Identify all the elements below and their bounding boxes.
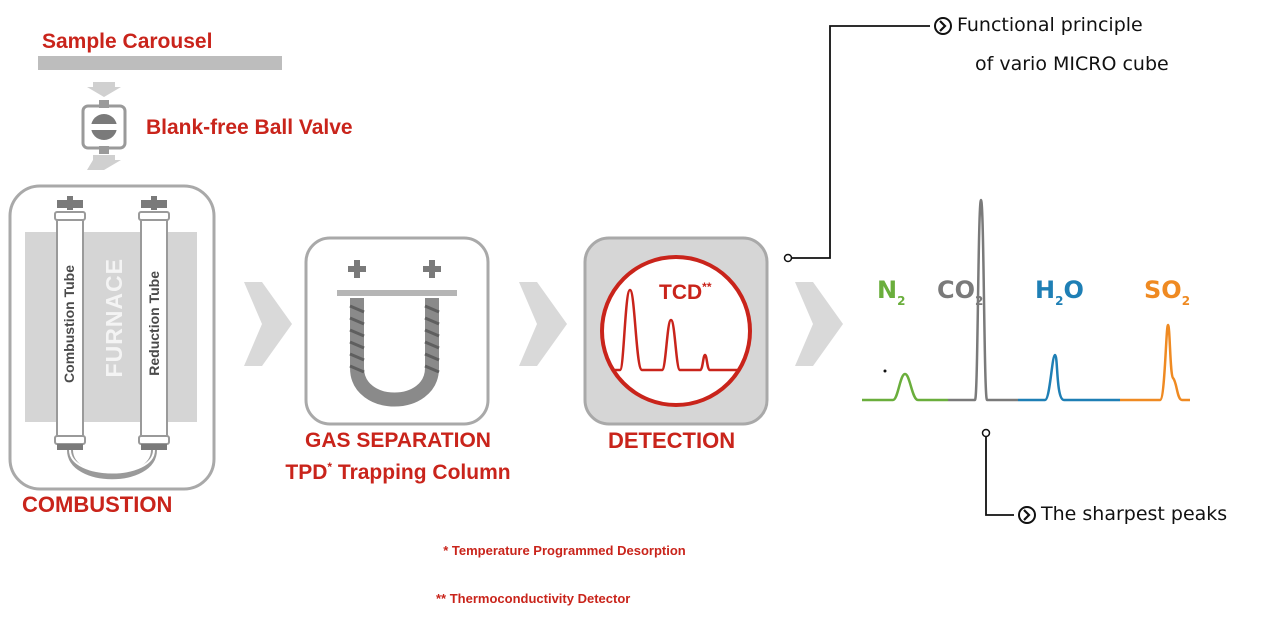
n2-trace <box>862 372 948 402</box>
gas-separation-label: GAS SEPARATION TPD* Trapping Column <box>285 428 511 486</box>
footnote-1: * Temperature Programmed Desorption <box>436 543 686 558</box>
reduction-tube-label: Reduction Tube <box>146 271 162 376</box>
gas-label-so2: SO2 <box>1144 276 1191 308</box>
furnace-label: FURNACE <box>101 258 127 378</box>
flow-arrow-2 <box>519 282 567 366</box>
principle-callout-line1[interactable]: Functional principle <box>957 14 1143 36</box>
principle-callout-line2[interactable]: of vario MICRO cube <box>975 53 1169 75</box>
sharpest-peaks-callout[interactable]: The sharpest peaks <box>1041 503 1228 525</box>
gas-label-n2: N2 <box>877 276 906 308</box>
circle-chevron-right-icon <box>1018 506 1036 524</box>
peaks-leader-line <box>985 433 1014 516</box>
combustion-tube-label: Combustion Tube <box>61 265 77 383</box>
tcd-circle <box>600 255 752 407</box>
furnace-block <box>25 232 197 422</box>
reduction-tube <box>138 196 170 450</box>
so2-trace <box>1120 323 1190 402</box>
flow-arrow-3 <box>795 282 843 366</box>
tcd-peaks <box>612 288 738 372</box>
sample-carousel-label: Sample Carousel <box>42 30 213 53</box>
trapping-column-icon <box>337 260 457 407</box>
ball-valve-label: Blank-free Ball Valve <box>146 116 353 139</box>
process-diagram <box>8 17 1190 524</box>
ball-valve-icon <box>81 100 127 154</box>
flow-arrow-1 <box>244 282 292 366</box>
combustion-label: COMBUSTION <box>22 492 173 517</box>
footnote-2: ** Thermoconductivity Detector <box>436 591 631 606</box>
principle-leader-line <box>790 25 930 259</box>
gas-separation-line1: GAS SEPARATION <box>305 429 491 452</box>
gas-separation-line2: TPD* Trapping Column <box>285 460 511 484</box>
down-arrow-2 <box>87 155 121 170</box>
footnotes: * Temperature Programmed Desorption ** T… <box>436 511 686 623</box>
tcd-label: TCD** <box>659 280 712 304</box>
h2o-trace <box>1018 353 1120 402</box>
sample-carousel-bar <box>38 56 282 70</box>
co2-trace <box>948 198 1018 402</box>
gas-label-co2: CO2 <box>937 276 984 308</box>
gas-label-h2o: H2O <box>1035 276 1084 308</box>
down-arrow-1 <box>87 82 121 97</box>
circle-chevron-right-icon <box>934 17 952 35</box>
detection-label: DETECTION <box>608 428 736 453</box>
combustion-tube <box>54 196 86 450</box>
